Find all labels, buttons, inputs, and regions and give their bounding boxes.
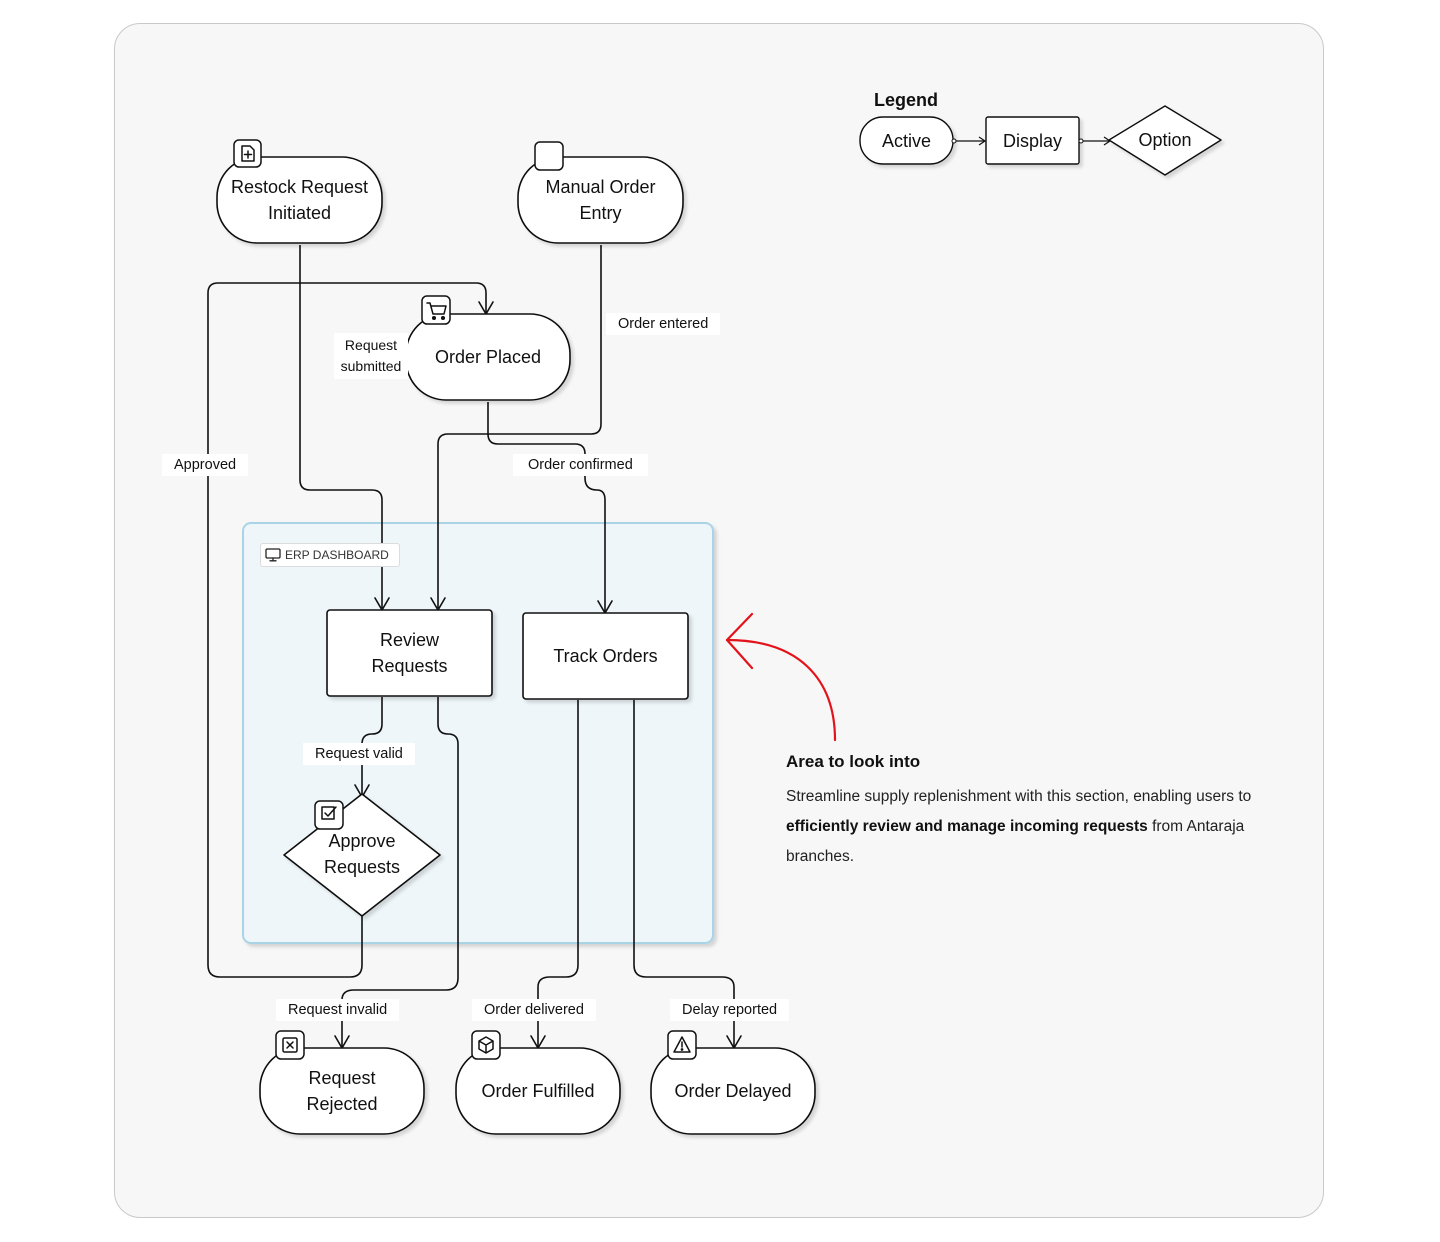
erp-dashboard-label: ERP DASHBOARD <box>285 548 389 562</box>
annotation-arrow <box>725 612 837 742</box>
node-order-fulfilled <box>455 1047 621 1135</box>
manual-order-label: Manual Order Entry <box>545 177 656 223</box>
edge-request-valid <box>361 697 383 796</box>
node-manual-order <box>517 156 684 244</box>
x-square-icon <box>275 1030 305 1060</box>
warning-icon <box>667 1030 697 1060</box>
erp-dashboard-tag: ERP DASHBOARD <box>260 543 400 567</box>
blank-square-icon <box>534 141 564 171</box>
request-rejected-label: Request Rejected <box>306 1068 378 1114</box>
checkbox-icon <box>314 800 344 830</box>
edge-label-request-submitted: Request submitted <box>334 333 408 379</box>
annotation-body: Streamline supply replenishment with thi… <box>786 782 1306 872</box>
node-track-orders <box>522 612 689 700</box>
connectors <box>207 245 735 1047</box>
edge-delay-reported <box>633 700 735 1047</box>
edge-label-order-delivered: Order delivered <box>472 999 596 1021</box>
legend-active-label: Active <box>881 130 932 151</box>
edge-label-order-entered: Order entered <box>606 313 721 335</box>
legend-option-shape <box>1108 105 1222 176</box>
edge-label-request-valid: Request valid <box>303 743 415 765</box>
restock-request-label: Restock Request Initiated <box>230 177 369 223</box>
legend-title: Legend <box>874 90 939 110</box>
node-review-requests <box>326 609 493 697</box>
annotation-body-start: Streamline supply replenishment with thi… <box>786 788 1252 805</box>
legend-option-label: Option <box>1138 130 1192 150</box>
edge-label-delay-reported: Delay reported <box>670 999 790 1021</box>
edge-label-approved: Approved <box>162 454 249 476</box>
order-fulfilled-label: Order Fulfilled <box>481 1081 595 1101</box>
edge-label-request-invalid: Request invalid <box>276 999 400 1021</box>
annotation-body-bold: efficiently review and manage incoming r… <box>786 818 1148 835</box>
track-orders-label: Track Orders <box>553 646 658 666</box>
shopping-cart-icon <box>421 295 451 325</box>
annotation-title: Area to look into <box>786 752 921 771</box>
edge-request-invalid <box>341 697 459 1047</box>
package-icon <box>471 1030 501 1060</box>
edge-restock-to-review <box>299 245 383 608</box>
node-request-rejected <box>259 1047 425 1135</box>
annotation-body-end: from Antaraja branches. <box>786 818 1245 865</box>
review-requests-label: Review Requests <box>371 630 448 676</box>
node-restock-request <box>216 156 383 244</box>
edge-manual-to-review <box>437 245 602 608</box>
legend-display-label: Display <box>1002 130 1063 151</box>
edge-label-order-confirmed: Order confirmed <box>513 454 648 476</box>
edge-approved <box>207 282 487 978</box>
approve-requests-label: Approve Requests <box>323 831 401 877</box>
node-order-delayed <box>650 1047 816 1135</box>
monitor-icon <box>265 548 281 562</box>
edge-order-delivered <box>537 700 579 1047</box>
file-plus-icon <box>233 139 262 168</box>
legend-shapes <box>859 105 1222 176</box>
order-placed-label: Order Placed <box>434 347 542 367</box>
order-delayed-label: Order Delayed <box>674 1081 792 1101</box>
